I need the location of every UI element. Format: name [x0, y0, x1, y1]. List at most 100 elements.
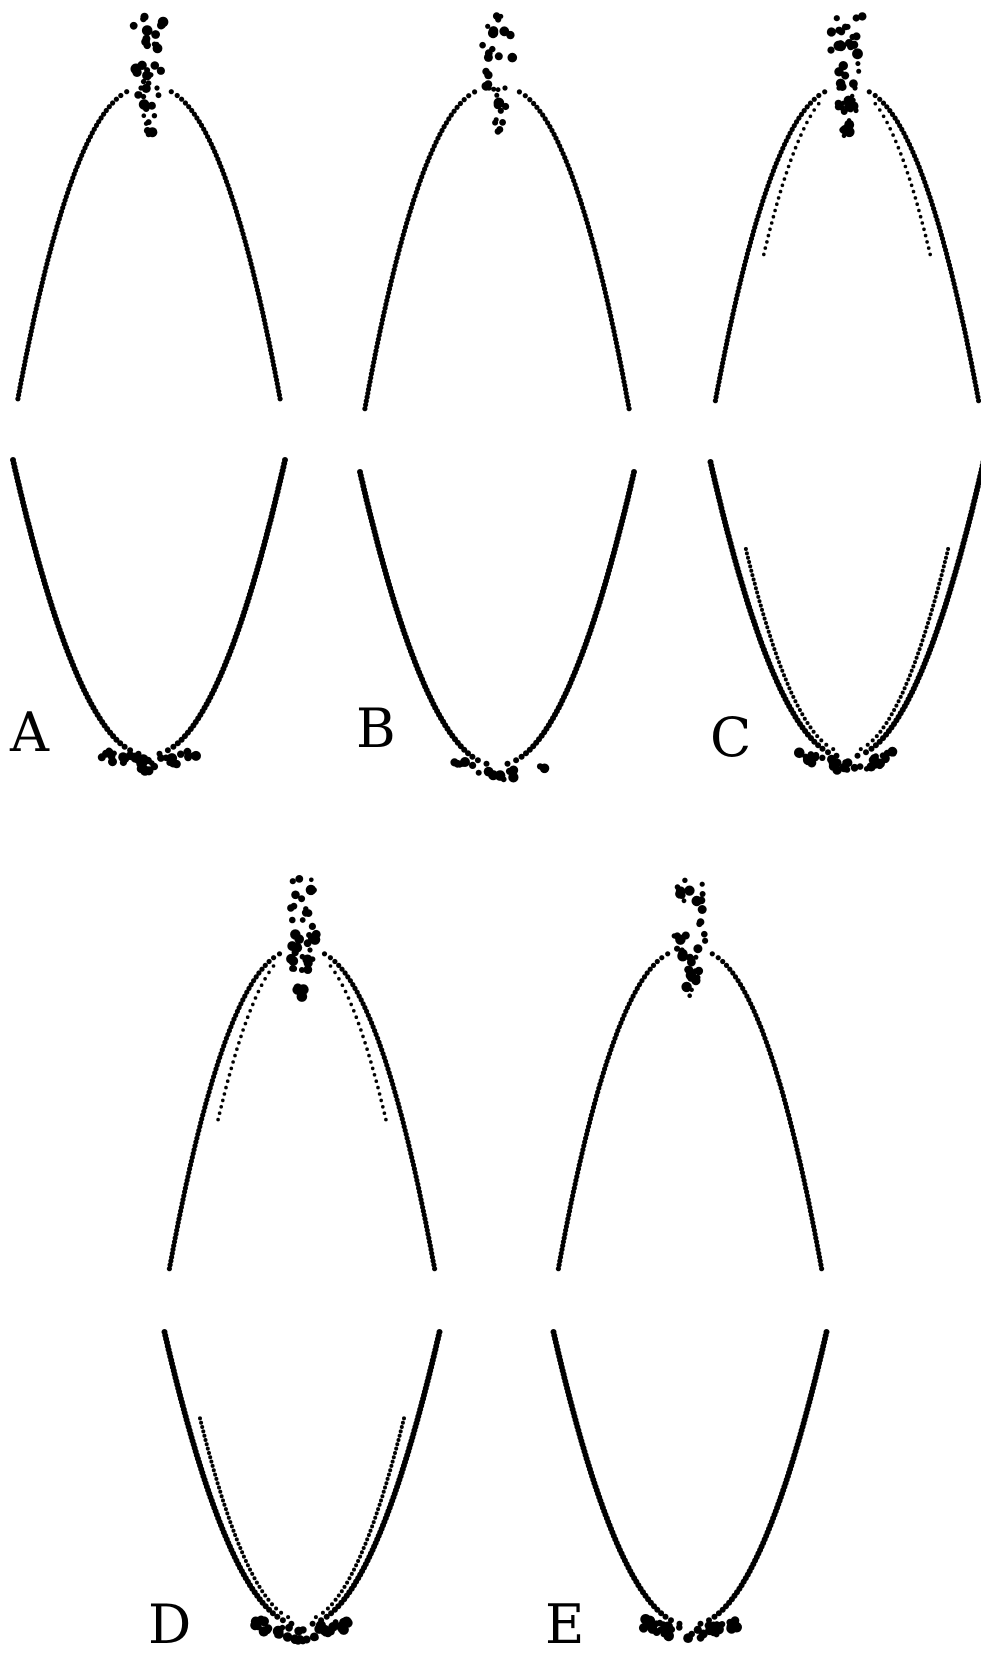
dot [376, 1507, 380, 1511]
dot [852, 48, 863, 59]
dot [139, 99, 150, 110]
dot [205, 1442, 209, 1446]
panel-c-inner-line [744, 102, 950, 751]
dot [144, 121, 149, 126]
dot [255, 1581, 259, 1585]
dot [364, 1542, 368, 1546]
dot [944, 556, 948, 560]
dot [168, 756, 176, 764]
dot [375, 1511, 379, 1515]
dot [941, 569, 945, 573]
dot [283, 1632, 292, 1641]
dot [688, 1631, 695, 1638]
dot [361, 1035, 365, 1039]
dot [373, 1073, 377, 1077]
dot [834, 15, 840, 21]
dot [147, 127, 157, 137]
dot [286, 954, 296, 964]
dot [745, 551, 749, 555]
dot [286, 1615, 290, 1619]
dot [384, 1481, 388, 1485]
dot [321, 1611, 325, 1615]
dot [213, 1473, 217, 1477]
dot [945, 551, 949, 555]
dot [916, 651, 920, 655]
dot [859, 747, 863, 751]
dot [928, 253, 932, 257]
dot [914, 196, 918, 200]
dot [855, 61, 860, 66]
dot [485, 49, 493, 57]
dot [223, 1092, 227, 1096]
dot [274, 1614, 280, 1620]
dot [142, 84, 151, 93]
dot [746, 556, 750, 560]
dot [379, 1099, 383, 1103]
dot [307, 947, 312, 952]
dot [314, 1615, 318, 1619]
dot [466, 93, 471, 98]
dot [748, 564, 752, 568]
dot [674, 946, 680, 952]
panel-label-d: D [148, 1598, 191, 1652]
dot [369, 1529, 373, 1533]
dot [874, 102, 878, 106]
dot [732, 1626, 738, 1632]
dot [378, 1503, 382, 1507]
dot [677, 951, 688, 962]
dot [242, 1555, 246, 1559]
dot [224, 1507, 228, 1511]
dot [348, 1576, 352, 1580]
dot [392, 1455, 396, 1459]
dot [930, 608, 934, 612]
dot [472, 89, 477, 94]
dot [263, 1594, 267, 1598]
dot [764, 621, 768, 625]
dot [812, 97, 817, 102]
dot [694, 1626, 702, 1634]
dot [267, 959, 272, 964]
dot [908, 177, 912, 181]
dot [901, 691, 905, 695]
dot [693, 944, 702, 953]
dot [700, 891, 706, 897]
dot [775, 202, 779, 206]
dot [812, 108, 816, 112]
dot [494, 93, 499, 98]
dot [942, 564, 946, 568]
dot [218, 1111, 222, 1115]
dot [805, 121, 809, 125]
dot [661, 1632, 667, 1638]
dot [309, 878, 314, 883]
dot [373, 1516, 377, 1520]
dot [641, 1625, 648, 1632]
panel-c-outline [708, 12, 981, 775]
dot [819, 755, 825, 761]
dot [869, 746, 875, 752]
dot [300, 954, 306, 960]
dot [817, 102, 821, 106]
dot [357, 1022, 361, 1026]
dot [701, 931, 708, 938]
dot [233, 1533, 237, 1537]
dot [885, 721, 889, 725]
dot [901, 158, 905, 162]
dot [114, 97, 119, 102]
dot [491, 87, 496, 92]
dot [462, 97, 467, 102]
dot [744, 547, 748, 551]
dot [827, 47, 834, 54]
dot [847, 96, 852, 101]
dot [488, 28, 498, 38]
dot [785, 171, 789, 175]
dot [274, 1607, 278, 1611]
dot [856, 69, 861, 74]
dot [310, 934, 321, 945]
dot [201, 1429, 205, 1433]
panel-d-outline [162, 875, 443, 1645]
dot [250, 1572, 254, 1576]
dot [488, 770, 498, 780]
dot [279, 1611, 283, 1615]
dot [207, 1451, 211, 1455]
